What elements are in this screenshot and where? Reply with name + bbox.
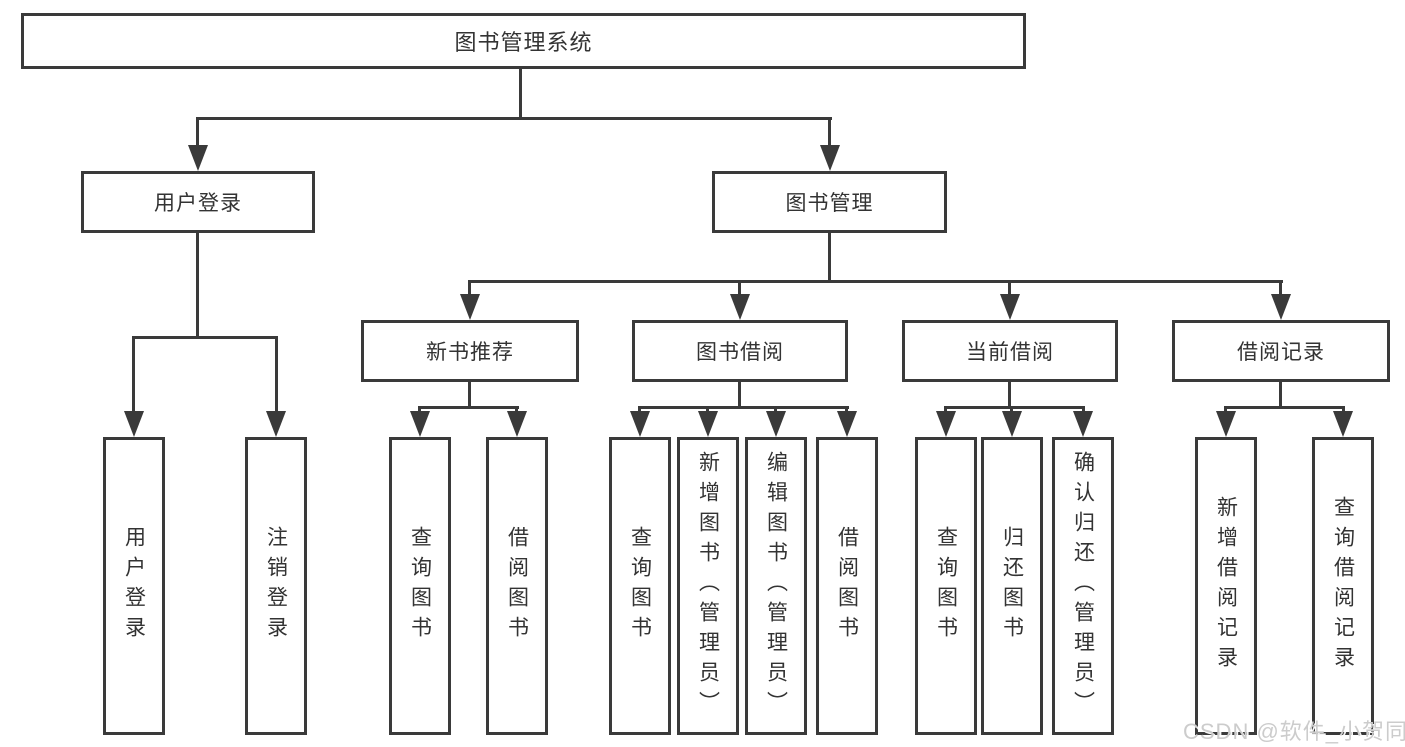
node-current-borrow: 当前借阅: [902, 320, 1118, 382]
arrowhead-cb-query: [936, 411, 956, 437]
node-borrow-record-label: 借阅记录: [1237, 341, 1325, 364]
connector-bookmgmt-stem: [828, 233, 831, 283]
connector-rec-drop: [468, 280, 471, 298]
connector-root-stem: [519, 69, 522, 120]
connector-userlogin-hline: [132, 336, 278, 339]
leaf-bb-edit-books-admin-label: 编辑图书（管理员）: [764, 451, 788, 721]
leaf-bb-query-books-label: 查询图书: [628, 526, 652, 646]
node-current-borrow-label: 当前借阅: [966, 341, 1054, 364]
arrowhead-new-book-rec: [460, 294, 480, 320]
node-book-borrow: 图书借阅: [632, 320, 848, 382]
leaf-cb-confirm-return-admin: 确认归还（管理员）: [1052, 437, 1114, 735]
arrowhead-borrow-record: [1271, 294, 1291, 320]
leaf-rec-borrow-books-label: 借阅图书: [505, 526, 529, 646]
leaf-cb-query-books: 查询图书: [915, 437, 977, 735]
connector-l1-hline: [196, 117, 832, 120]
connector-cb-hline: [944, 406, 1085, 409]
connector-userlogin-stem: [196, 233, 199, 339]
connector-br-stem: [1279, 382, 1282, 409]
connector-l3-hline: [468, 280, 1283, 283]
leaf-br-query-record-label: 查询借阅记录: [1331, 496, 1355, 676]
leaf-cb-confirm-return-admin-label: 确认归还（管理员）: [1071, 451, 1095, 721]
connector-rec-stem: [468, 382, 471, 409]
connector-bb-drop: [738, 280, 741, 298]
csdn-watermark: CSDN @软件_小贺同学: [1183, 719, 1405, 744]
arrowhead-cb-confirm: [1073, 411, 1093, 437]
leaf-br-query-record: 查询借阅记录: [1312, 437, 1374, 735]
leaf-rec-query-books-label: 查询图书: [408, 526, 432, 646]
node-user-login: 用户登录: [81, 171, 315, 233]
leaf-bb-query-books: 查询图书: [609, 437, 671, 735]
leaf-rec-query-books: 查询图书: [389, 437, 451, 735]
connector-cb-drop: [1008, 280, 1011, 298]
arrowhead-br-query: [1333, 411, 1353, 437]
node-new-book-rec-label: 新书推荐: [426, 341, 514, 364]
node-new-book-rec: 新书推荐: [361, 320, 579, 382]
connector-bookmgmt-drop: [828, 117, 831, 147]
connector-bb-hline: [638, 406, 849, 409]
arrowhead-br-add: [1216, 411, 1236, 437]
arrowhead-current-borrow: [1000, 294, 1020, 320]
leaf-rec-borrow-books: 借阅图书: [486, 437, 548, 735]
connector-bb-stem: [738, 382, 741, 409]
node-borrow-record: 借阅记录: [1172, 320, 1390, 382]
node-user-login-label: 用户登录: [154, 192, 242, 215]
leaf-bb-borrow-books: 借阅图书: [816, 437, 878, 735]
leaf-logout: 注销登录: [245, 437, 307, 735]
node-book-mgmt-label: 图书管理: [785, 192, 874, 215]
arrowhead-book-borrow: [730, 294, 750, 320]
leaf-bb-add-books-admin: 新增图书（管理员）: [677, 437, 739, 735]
node-book-borrow-label: 图书借阅: [696, 341, 784, 364]
connector-cb-stem: [1008, 382, 1011, 409]
arrowhead-rec-borrow: [507, 411, 527, 437]
arrowhead-cb-return: [1002, 411, 1022, 437]
node-book-mgmt: 图书管理: [712, 171, 947, 233]
node-root-label: 图书管理系统: [454, 30, 593, 55]
node-root-system: 图书管理系统: [21, 13, 1026, 69]
leaf-cb-return-books-label: 归还图书: [1000, 526, 1024, 646]
arrowhead-bb-query: [630, 411, 650, 437]
connector-br-drop: [1279, 280, 1282, 298]
arrowhead-bb-add: [698, 411, 718, 437]
arrowhead-bb-edit: [766, 411, 786, 437]
connector-userlogin-drop: [196, 117, 199, 147]
leaf-cb-query-books-label: 查询图书: [934, 526, 958, 646]
connector-login-leaf-drop: [132, 336, 135, 413]
leaf-cb-return-books: 归还图书: [981, 437, 1043, 735]
connector-logout-leaf-drop: [275, 336, 278, 413]
leaf-logout-label: 注销登录: [264, 526, 288, 646]
arrowhead-logout-leaf: [266, 411, 286, 437]
leaf-user-login-label: 用户登录: [122, 526, 146, 646]
leaf-bb-add-books-admin-label: 新增图书（管理员）: [696, 451, 720, 721]
leaf-bb-borrow-books-label: 借阅图书: [835, 526, 859, 646]
leaf-br-add-record-label: 新增借阅记录: [1214, 496, 1238, 676]
arrowhead-bookmgmt: [820, 145, 840, 171]
leaf-user-login: 用户登录: [103, 437, 165, 735]
arrowhead-userlogin: [188, 145, 208, 171]
arrowhead-rec-query: [410, 411, 430, 437]
connector-rec-hline: [418, 406, 519, 409]
leaf-br-add-record: 新增借阅记录: [1195, 437, 1257, 735]
arrowhead-login-leaf: [124, 411, 144, 437]
arrowhead-bb-borrow: [837, 411, 857, 437]
leaf-bb-edit-books-admin: 编辑图书（管理员）: [745, 437, 807, 735]
connector-br-hline: [1224, 406, 1345, 409]
